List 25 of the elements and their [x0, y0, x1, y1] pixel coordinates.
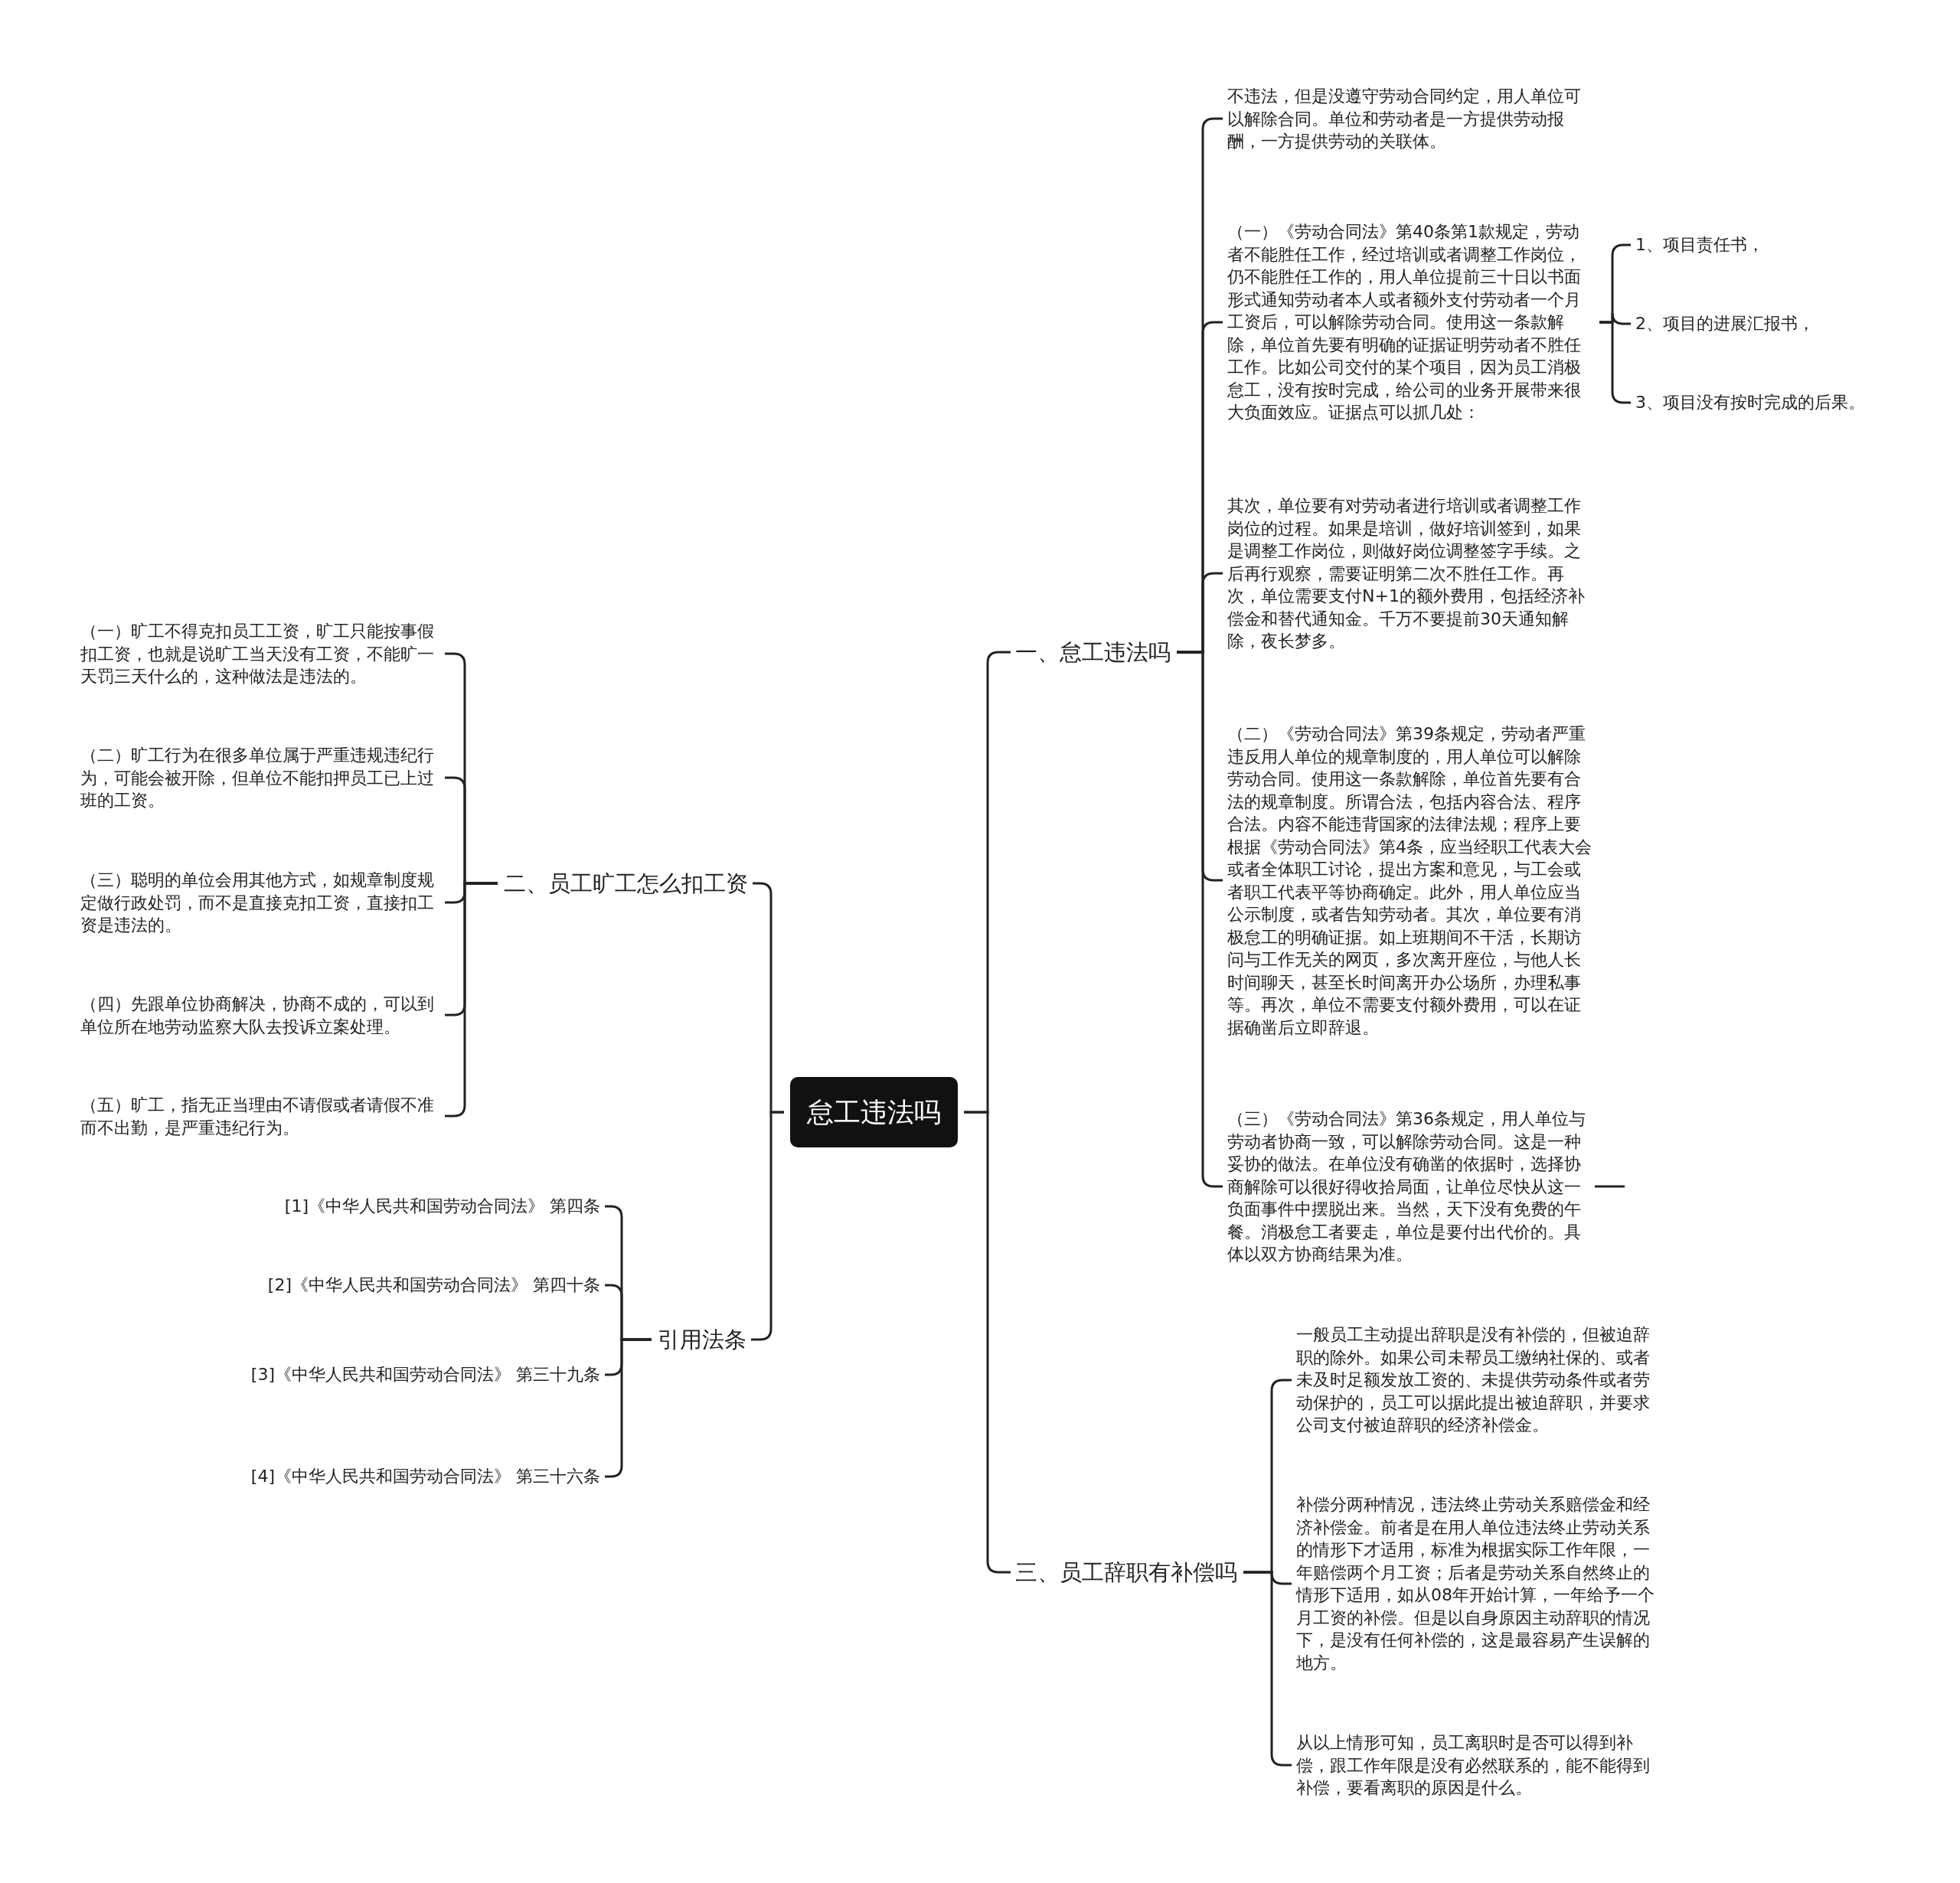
topic-text: 1、项目责任书， [1635, 233, 1764, 256]
topic-text: 从以上情形可知，员工离职时是否可以得到补偿，跟工作年限是没有必然联系的，能不能得到补偿，要看离职的原因是什么。 [1296, 1731, 1662, 1800]
topic-text: （三）聪明的单位会用其他方式，如规章制度规定做行政处罚，而不是直接克扣工资，直接扣工资是违法的。 [80, 868, 440, 937]
topic-text: （一）旷工不得克扣员工工资，旷工只能按事假扣工资，也就是说旷工当天没有工资，不能旷一天罚三天什么的，这种做法是违法的。 [80, 619, 440, 688]
topic-text: [1]《中华人民共和国劳动合同法》 第四条 [284, 1195, 600, 1218]
topic-text: （五）旷工，指无正当理由不请假或者请假不准而不出勤，是严重违纪行为。 [80, 1093, 440, 1139]
topic-text: （二）《劳动合同法》第39条规定，劳动者严重违反用人单位的规章制度的，用人单位可以解除劳动合同。使用这一条款解除，单位首先要有合法的规章制度。所谓合法，包括内容合法、程序合法。内容不能违背国家的法律法规；程序上要根据《劳动合同法》第4条，应当经职工代表大会或者全体职工讨论，提出方案和意见，与工会或者职工代表平等协商确定。此外，用人单位应当公示制度，或者告知劳动者。其次，单位要有消极怠工的明确证据。如上班期间不干活，长期访问与工作无关的网页，多次离开座位，与他人长时间聊天，甚至长时间离开办公场所，办理私事等。再次，单位不需要支付额外费用，可以在证据确凿后立即辞退。 [1227, 722, 1593, 1039]
topic-text: 一般员工主动提出辞职是没有补偿的，但被迫辞职的除外。如果公司未帮员工缴纳社保的、或者未及时足额发放工资的、未提供劳动条件或者劳动保护的，员工可以据此提出被迫辞职，并要求公司支付被迫辞职的经济补偿金。 [1296, 1323, 1662, 1437]
topic-text: 3、项目没有按时完成的后果。 [1635, 391, 1865, 414]
topic-text: [3]《中华人民共和国劳动合同法》 第三十九条 [250, 1363, 600, 1386]
branch-topic: 二、员工旷工怎么扣工资 [504, 870, 748, 897]
topic-text: 其次，单位要有对劳动者进行培训或者调整工作岗位的过程。如果是培训，做好培训签到，如果是调整工作岗位，则做好岗位调整签字手续。之后再行观察，需要证明第二次不胜任工作。再次，单位需要支付N+1的额外费用，包括经济补偿金和替代通知金。千万不要提前30天通知解除，夜长梦多。 [1227, 494, 1593, 653]
topic-text: 不违法，但是没遵守劳动合同约定，用人单位可以解除合同。单位和劳动者是一方提供劳动报酬，一方提供劳动的关联体。 [1227, 84, 1593, 153]
topic-text: 2、项目的进展汇报书， [1635, 312, 1815, 335]
branch-topic: 三、员工辞职有补偿吗 [1015, 1558, 1237, 1586]
topic-text: （三）《劳动合同法》第36条规定，用人单位与劳动者协商一致，可以解除劳动合同。这是一种妥协的做法。在单位没有确凿的依据时，选择协商解除可以很好得收拾局面，让单位尽快从这一负面事件中摆脱出来。当然，天下没有免费的午餐。消极怠工者要走，单位是要付出代价的。具体以双方协商结果为准。 [1227, 1107, 1593, 1266]
topic-text: （一）《劳动合同法》第40条第1款规定，劳动者不能胜任工作，经过培训或者调整工作岗位，仍不能胜任工作的，用人单位提前三十日以书面形式通知劳动者本人或者额外支付劳动者一个月工资后，可以解除劳动合同。使用这一条款解除，单位首先要有明确的证据证明劳动者不胜任工作。比如公司交付的某个项目，因为员工消极怠工，没有按时完成，给公司的业务开展带来很大负面效应。证据点可以抓几处： [1227, 220, 1593, 424]
topic-text: [4]《中华人民共和国劳动合同法》 第三十六条 [250, 1465, 600, 1488]
topic-text: 补偿分两种情况，违法终止劳动关系赔偿金和经济补偿金。前者是在用人单位违法终止劳动关系的情形下才适用，标准为根据实际工作年限，一年赔偿两个月工资；后者是劳动关系自然终止的情形下适用，如从08年开始计算，一年给予一个月工资的补偿。但是以自身原因主动辞职的情况下，是没有任何补偿的，这是最容易产生误解的地方。 [1296, 1493, 1662, 1674]
topic-text: （四）先跟单位协商解决，协商不成的，可以到单位所在地劳动监察大队去投诉立案处理。 [80, 992, 440, 1038]
central-topic-box: 怠工违法吗 [790, 1077, 958, 1147]
topic-text: [2]《中华人民共和国劳动合同法》 第四十条 [267, 1274, 600, 1297]
topic-text: （二）旷工行为在很多单位属于严重违规违纪行为，可能会被开除，但单位不能扣押员工已上过班的工资。 [80, 743, 440, 812]
branch-topic: 引用法条 [658, 1326, 746, 1353]
branch-topic: 一、怠工违法吗 [1015, 638, 1171, 666]
